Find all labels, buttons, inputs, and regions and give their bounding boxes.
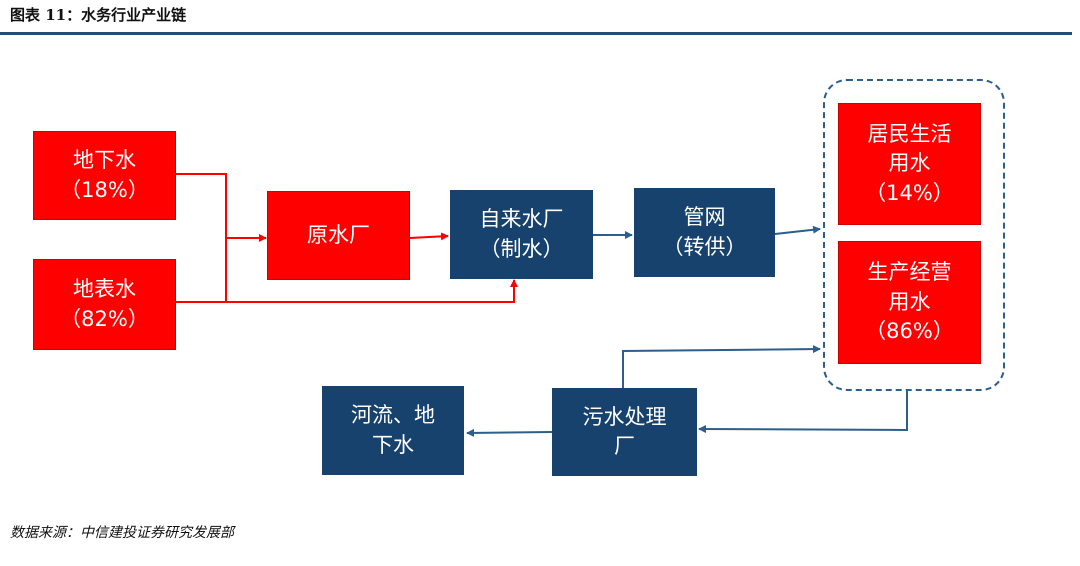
node-sewage-plant-name-cont: 厂 xyxy=(614,434,635,458)
node-residential-use: 居民生活 用水 （14%） xyxy=(838,103,981,225)
connector-users-to-sewage xyxy=(698,390,908,434)
node-residential-use-share: （14%） xyxy=(865,180,954,205)
node-rivers-name: 河流、地 xyxy=(351,403,435,428)
node-production-use-sub: 用水 xyxy=(888,289,931,314)
water-use-group xyxy=(823,79,1005,391)
node-surface-water: 地表水 （82%） xyxy=(33,259,176,350)
node-groundwater-name: 地下水 xyxy=(73,148,136,173)
node-sewage-plant-name: 污水处理 xyxy=(582,404,667,429)
connector-groundwater xyxy=(175,173,267,242)
node-surface-water-share: （82%） xyxy=(60,306,149,331)
node-raw-water-plant: 原水厂 xyxy=(267,191,410,280)
node-water-plant: 自来水厂 （制水） xyxy=(450,190,593,279)
node-sewage-plant: 污水处理 厂 xyxy=(552,388,697,476)
figure-title: 图表 11：水务行业产业链 xyxy=(10,6,187,24)
connector-pipe-to-users xyxy=(774,225,821,235)
node-production-use-name: 生产经营 xyxy=(867,260,952,285)
connector-surface-to-plant xyxy=(226,279,518,303)
connector-surface-to-raw xyxy=(175,238,227,303)
connector-raw-to-plant xyxy=(409,232,449,241)
connector-sewage-to-users xyxy=(622,345,821,388)
node-pipe-network-name: 管网 xyxy=(683,205,726,230)
node-groundwater: 地下水 （18%） xyxy=(33,131,176,220)
title-divider xyxy=(0,32,1072,35)
node-surface-water-name: 地表水 xyxy=(73,277,136,302)
connector-sewage-to-rivers xyxy=(466,428,553,437)
node-rivers-name-cont: 下水 xyxy=(372,432,414,457)
node-raw-water-plant-name: 原水厂 xyxy=(307,222,370,247)
node-groundwater-share: （18%） xyxy=(60,177,149,202)
node-rivers-groundwater: 河流、地 下水 xyxy=(322,386,464,475)
node-water-plant-role: （制水） xyxy=(479,236,564,261)
node-water-plant-name: 自来水厂 xyxy=(479,207,564,232)
node-production-use: 生产经营 用水 （86%） xyxy=(838,241,981,364)
source-note: 数据来源：中信建投证券研究发展部 xyxy=(10,525,234,541)
node-pipe-network: 管网 （转供） xyxy=(634,188,775,277)
node-production-use-share: （86%） xyxy=(865,319,954,344)
node-pipe-network-role: （转供） xyxy=(662,234,747,259)
node-residential-use-name: 居民生活 xyxy=(867,121,952,146)
node-residential-use-sub: 用水 xyxy=(888,151,931,176)
